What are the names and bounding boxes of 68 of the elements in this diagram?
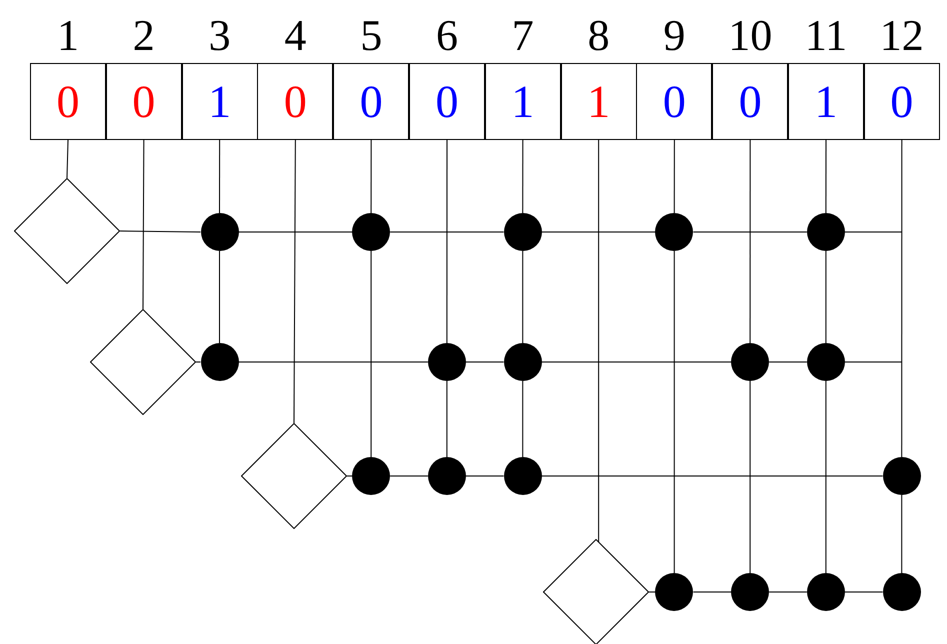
bit-value: 1 — [208, 76, 232, 126]
junction-dot — [882, 573, 921, 611]
connector-line — [522, 380, 524, 458]
connector-line — [674, 140, 675, 214]
connector-line — [522, 140, 524, 214]
bit-value: 0 — [56, 76, 80, 126]
check-diamond — [543, 539, 649, 644]
connector-line — [522, 250, 524, 344]
bit-value: 0 — [436, 76, 458, 126]
connector-line — [370, 250, 372, 458]
connector-line — [66, 140, 68, 178]
bit-value: 0 — [662, 76, 686, 126]
position-number: 7 — [512, 12, 534, 60]
junction-dot — [352, 213, 390, 251]
junction-dot — [200, 343, 238, 381]
bit-value: 1 — [511, 76, 534, 126]
junction-dot — [428, 457, 466, 495]
position-number: 2 — [132, 12, 155, 60]
bit-value: 0 — [132, 76, 156, 126]
junction-dot — [428, 343, 466, 381]
bit-value: 0 — [738, 76, 762, 126]
junction-dot — [200, 213, 238, 251]
bit-value: 0 — [890, 76, 914, 126]
connector-line — [825, 250, 826, 344]
junction-dot — [655, 213, 694, 251]
connector-line — [219, 140, 220, 214]
junction-dot — [731, 573, 770, 611]
connector-line — [901, 494, 902, 574]
connector-line — [294, 140, 296, 424]
junction-dot — [806, 573, 845, 611]
connector-line — [901, 140, 902, 458]
check-diamond — [241, 423, 347, 529]
junction-dot — [882, 457, 921, 495]
position-number: 11 — [804, 12, 848, 60]
connector-line — [750, 140, 751, 344]
junction-dot — [352, 457, 390, 495]
position-number: 3 — [208, 12, 231, 60]
connector-line — [825, 140, 826, 214]
connector-line — [219, 250, 220, 344]
connector-line — [120, 230, 201, 232]
junction-dot — [806, 343, 845, 381]
junction-dot — [504, 213, 542, 251]
connector-line — [446, 140, 448, 344]
junction-dot — [806, 213, 845, 251]
bit-value: 0 — [360, 76, 383, 126]
bit-value: 0 — [284, 76, 307, 126]
position-number: 5 — [360, 12, 382, 60]
position-number: 12 — [880, 12, 924, 60]
bit-value: 1 — [587, 76, 610, 126]
junction-dot — [504, 457, 542, 495]
connector-line — [370, 140, 372, 214]
connector-line — [142, 140, 144, 310]
connector-line — [825, 380, 826, 574]
position-number: 4 — [284, 12, 306, 60]
position-number: 6 — [436, 12, 458, 60]
junction-dot — [731, 343, 770, 381]
check-diamond — [14, 178, 120, 284]
check-diamond — [90, 309, 196, 415]
connector-line — [446, 380, 448, 458]
junction-dot — [504, 343, 542, 381]
position-number: 10 — [728, 12, 772, 60]
position-number: 8 — [588, 12, 610, 60]
position-number: 9 — [663, 12, 686, 60]
junction-dot — [655, 573, 694, 611]
bit-value: 1 — [814, 76, 838, 126]
connector-line — [674, 250, 675, 574]
connector-line — [750, 380, 751, 574]
position-number: 1 — [57, 12, 79, 60]
